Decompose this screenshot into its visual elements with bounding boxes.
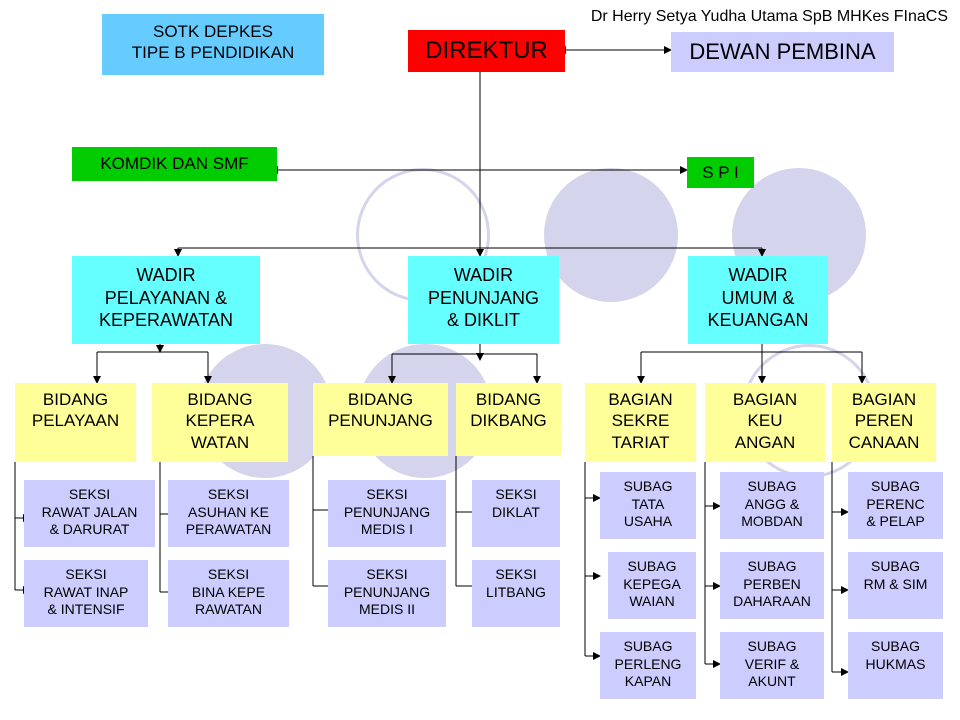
dewan-pembina-label: DEWAN PEMBINA (689, 39, 876, 65)
seksi-asuhan-keperawatan-box: SEKSI ASUHAN KE PERAWATAN (168, 480, 289, 547)
subag-hukmas-box: SUBAG HUKMAS (848, 632, 943, 699)
seksi-bina-keperawatan-box: SEKSI BINA KEPE RAWATAN (168, 560, 289, 627)
subag-rm-sim-label: SUBAG RM & SIM (863, 558, 928, 592)
bidang-penunjang-box: BIDANG PENUNJANG (313, 383, 448, 456)
seksi-penunjang-medis-2-label: SEKSI PENUNJANG MEDIS II (343, 566, 431, 617)
bidang-pelayaan-label: BIDANG PELAYAAN (31, 390, 120, 431)
bidang-keperawatan-box: BIDANG KEPERA WATAN (152, 383, 288, 462)
seksi-penunjang-medis-1-box: SEKSI PENUNJANG MEDIS I (328, 480, 446, 547)
bidang-penunjang-label: BIDANG PENUNJANG (328, 390, 433, 431)
wadir-pelayanan-label: WADIR PELAYANAN & KEPERAWATAN (98, 265, 233, 330)
seksi-diklat-box: SEKSI DIKLAT (472, 480, 560, 547)
wadir-penunjang-box: WADIR PENUNJANG & DIKLIT (408, 256, 559, 344)
wadir-umum-box: WADIR UMUM & KEUANGAN (688, 256, 828, 344)
bidang-pelayaan-box: BIDANG PELAYAAN (15, 383, 136, 462)
wadir-pelayanan-box: WADIR PELAYANAN & KEPERAWATAN (72, 256, 260, 344)
subag-perencanaan-label: SUBAG PERENC & PELAP (866, 478, 925, 529)
bagian-perencanaan-label: BAGIAN PEREN CANAAN (848, 390, 920, 452)
subag-perbendaharaan-box: SUBAG PERBEN DAHARAAN (720, 552, 824, 619)
subag-rm-sim-box: SUBAG RM & SIM (848, 552, 943, 619)
bidang-keperawatan-label: BIDANG KEPERA WATAN (185, 390, 255, 452)
decorative-circle (544, 168, 678, 302)
seksi-rawat-inap-label: SEKSI RAWAT INAP & INTENSIF (43, 566, 129, 617)
komdik-smf-box: KOMDIK DAN SMF (72, 147, 277, 181)
seksi-litbang-box: SEKSI LITBANG (472, 560, 560, 627)
seksi-rawat-inap-box: SEKSI RAWAT INAP & INTENSIF (24, 560, 148, 627)
title-box: SOTK DEPKES TIPE B PENDIDIKAN (102, 14, 324, 75)
subag-verifikasi-box: SUBAG VERIF & AKUNT (720, 632, 824, 699)
seksi-rawat-jalan-label: SEKSI RAWAT JALAN & DARURAT (41, 486, 138, 537)
subag-kepegawaian-label: SUBAG KEPEGA WAIAN (623, 558, 681, 609)
bidang-dikbang-box: BIDANG DIKBANG (456, 383, 561, 456)
subag-anggaran-label: SUBAG ANGG & MOBDAN (741, 478, 803, 529)
subag-perbendaharaan-label: SUBAG PERBEN DAHARAAN (733, 558, 811, 609)
subag-tata-usaha-label: SUBAG TATA USAHA (623, 478, 673, 529)
subag-anggaran-box: SUBAG ANGG & MOBDAN (720, 472, 824, 539)
bagian-sekretariat-label: BAGIAN SEKRE TARIAT (608, 390, 673, 452)
title-label: SOTK DEPKES TIPE B PENDIDIKAN (131, 22, 295, 63)
seksi-litbang-label: SEKSI LITBANG (486, 566, 546, 600)
seksi-asuhan-keperawatan-label: SEKSI ASUHAN KE PERAWATAN (185, 486, 272, 537)
wadir-penunjang-label: WADIR PENUNJANG & DIKLIT (427, 265, 539, 330)
wadir-umum-label: WADIR UMUM & KEUANGAN (707, 265, 809, 330)
bagian-keuangan-box: BAGIAN KEU ANGAN (705, 383, 825, 462)
bagian-sekretariat-box: BAGIAN SEKRE TARIAT (585, 383, 696, 462)
bagian-keuangan-label: BAGIAN KEU ANGAN (732, 390, 798, 452)
seksi-rawat-jalan-box: SEKSI RAWAT JALAN & DARURAT (24, 480, 155, 547)
direktur-label: DIREKTUR (425, 37, 548, 64)
subag-tata-usaha-box: SUBAG TATA USAHA (600, 472, 696, 539)
seksi-bina-keperawatan-label: SEKSI BINA KEPE RAWATAN (191, 566, 266, 617)
direktur-box: DIREKTUR (408, 30, 565, 72)
subag-perlengkapan-box: SUBAG PERLENG KAPAN (600, 632, 696, 699)
subag-verifikasi-label: SUBAG VERIF & AKUNT (744, 638, 800, 689)
bidang-dikbang-label: BIDANG DIKBANG (470, 390, 547, 431)
author-credit: Dr Herry Setya Yudha Utama SpB MHKes FIn… (590, 8, 948, 25)
komdik-smf-label: KOMDIK DAN SMF (100, 154, 249, 174)
bagian-perencanaan-box: BAGIAN PEREN CANAAN (832, 383, 936, 462)
seksi-penunjang-medis-2-box: SEKSI PENUNJANG MEDIS II (328, 560, 446, 627)
spi-box: S P I (687, 157, 754, 188)
subag-perencanaan-box: SUBAG PERENC & PELAP (848, 472, 943, 539)
subag-kepegawaian-box: SUBAG KEPEGA WAIAN (608, 552, 696, 619)
subag-hukmas-label: SUBAG HUKMAS (865, 638, 926, 672)
dewan-pembina-box: DEWAN PEMBINA (671, 32, 894, 72)
seksi-penunjang-medis-1-label: SEKSI PENUNJANG MEDIS I (343, 486, 431, 537)
spi-label: S P I (702, 162, 739, 182)
subag-perlengkapan-label: SUBAG PERLENG KAPAN (614, 638, 682, 689)
seksi-diklat-label: SEKSI DIKLAT (492, 486, 540, 520)
